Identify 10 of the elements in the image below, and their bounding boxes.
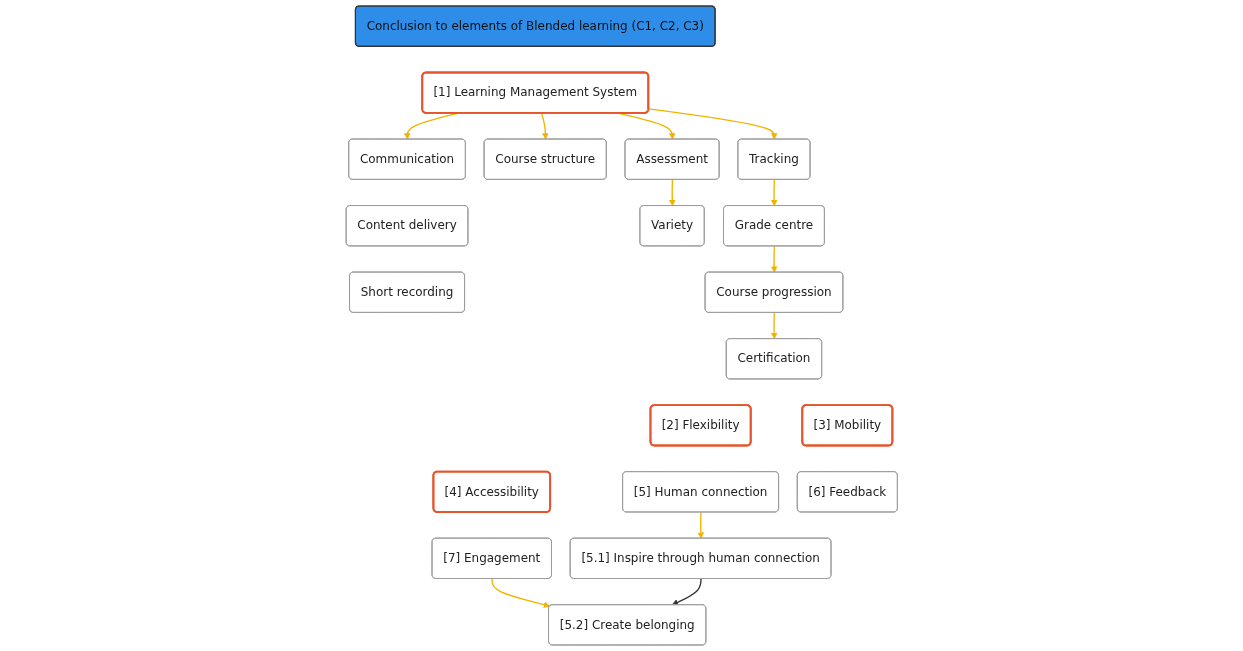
arrow — [540, 112, 549, 140]
arrow — [770, 179, 778, 207]
arrow — [647, 108, 778, 140]
arrow — [671, 578, 702, 606]
arrow — [770, 312, 778, 340]
arrow — [770, 245, 778, 273]
arrow — [668, 179, 676, 207]
arrow — [697, 511, 704, 539]
arrow — [403, 112, 459, 140]
arrow — [491, 578, 550, 608]
